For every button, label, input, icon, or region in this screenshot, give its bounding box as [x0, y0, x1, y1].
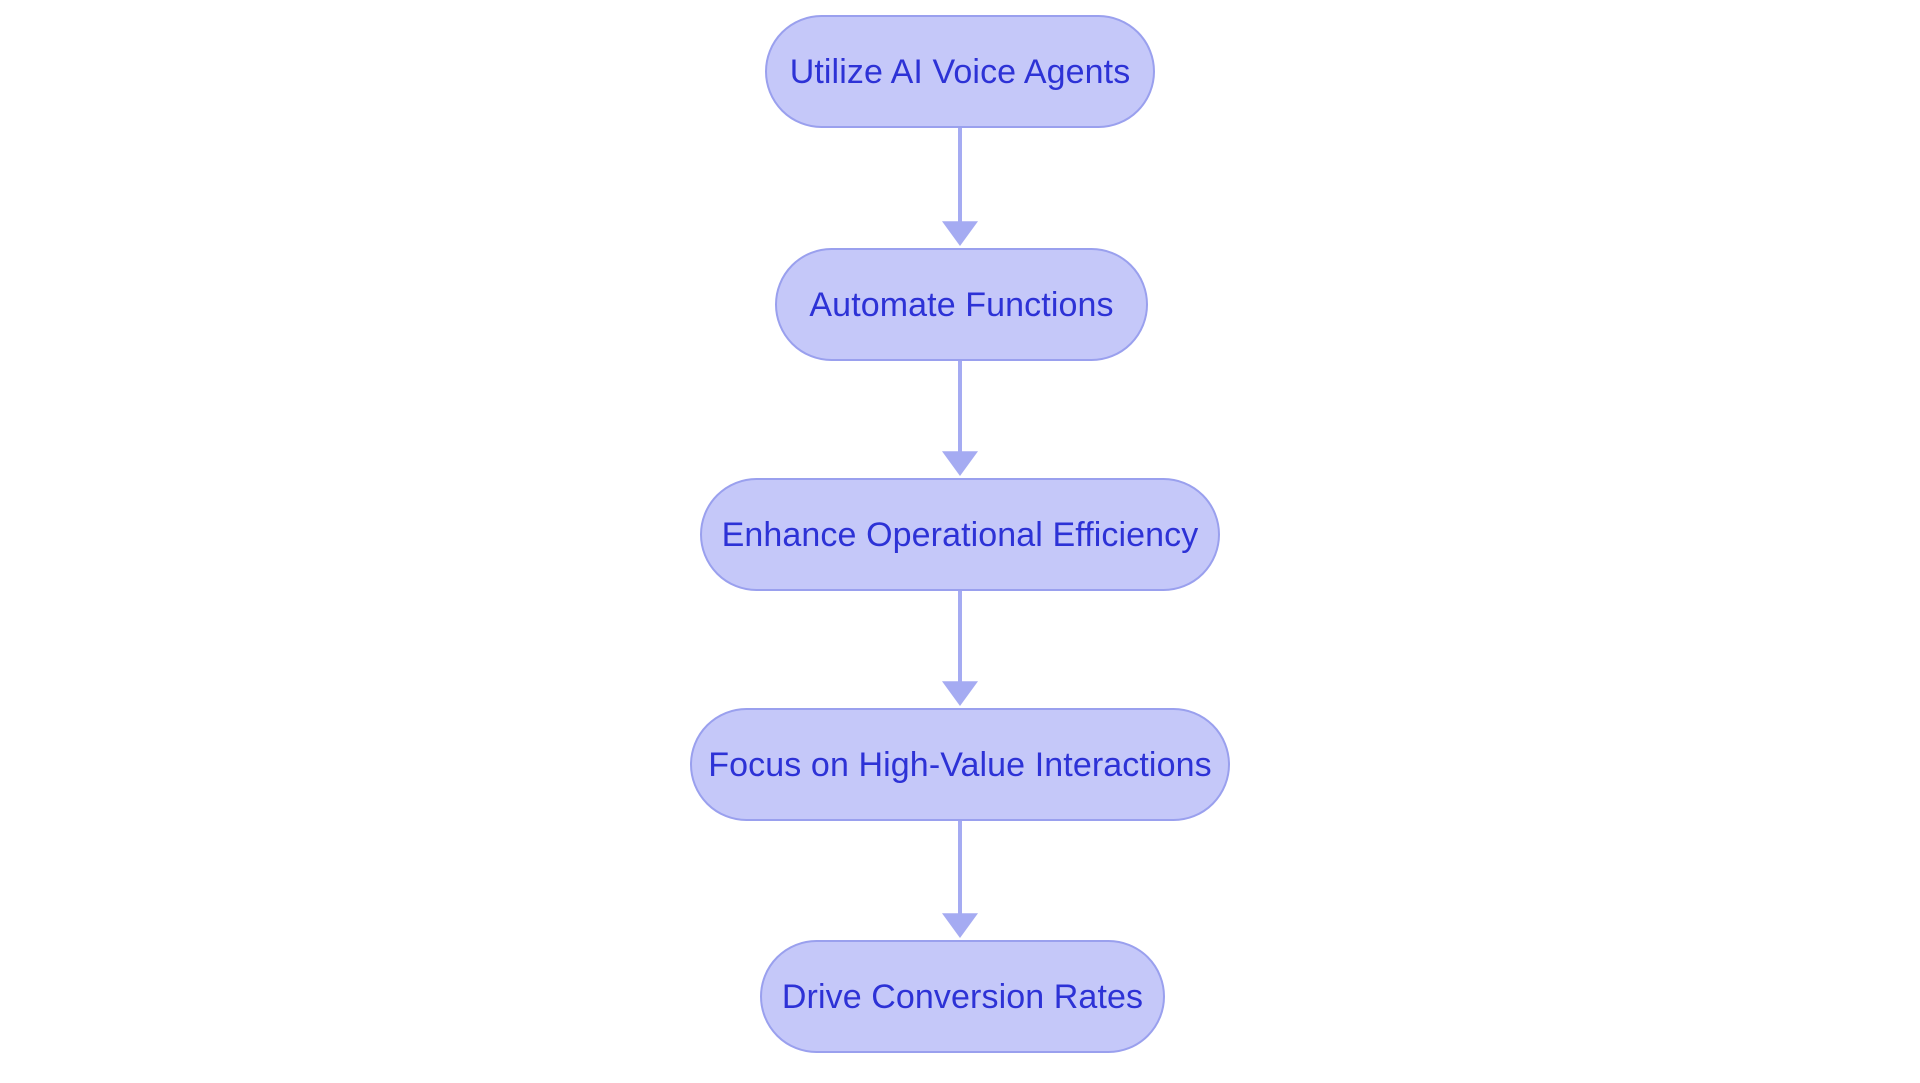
node-label: Drive Conversion Rates [781, 977, 1144, 1016]
flowchart-node-automate-functions[interactable]: Automate Functions [775, 248, 1148, 361]
node-label: Focus on High-Value Interactions [708, 745, 1212, 784]
node-label: Enhance Operational Efficiency [721, 515, 1199, 554]
flowchart-node-focus-on-high-value-interactions[interactable]: Focus on High-Value Interactions [690, 708, 1230, 821]
node-label: Automate Functions [809, 285, 1114, 324]
flowchart-node-drive-conversion-rates[interactable]: Drive Conversion Rates [760, 940, 1165, 1053]
node-label: Utilize AI Voice Agents [789, 52, 1131, 91]
flowchart-node-utilize-ai-voice-agents[interactable]: Utilize AI Voice Agents [765, 15, 1155, 128]
flowchart-node-enhance-operational-efficiency[interactable]: Enhance Operational Efficiency [700, 478, 1220, 591]
